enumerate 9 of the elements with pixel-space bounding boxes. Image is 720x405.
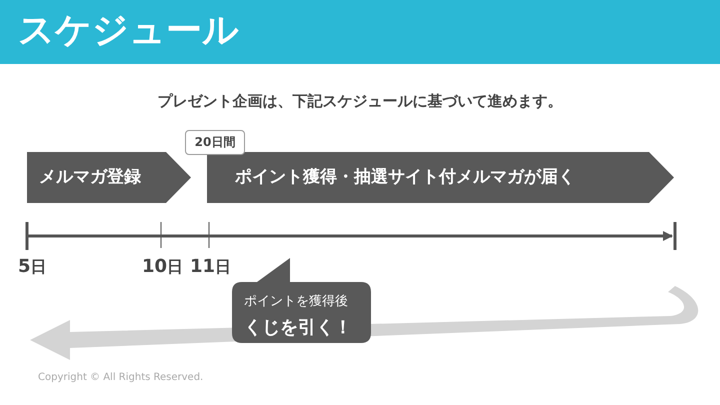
copyright-notice: Copyright © All Rights Reserved. (38, 372, 204, 383)
page-title: スケジュール (18, 9, 239, 53)
day-label: 5日 (18, 256, 47, 278)
day-label: 10日 (142, 256, 184, 278)
chevron-arrow: メルマガ登録 (27, 152, 191, 203)
duration-badge: 20日間 (185, 130, 245, 155)
intro-text: プレゼント企画は、下記スケジュールに基づいて進めます。 (156, 92, 564, 111)
speech-bubble: ポイントを獲得後 くじを引く！ (232, 258, 371, 343)
day-label: 11日 (190, 256, 232, 278)
